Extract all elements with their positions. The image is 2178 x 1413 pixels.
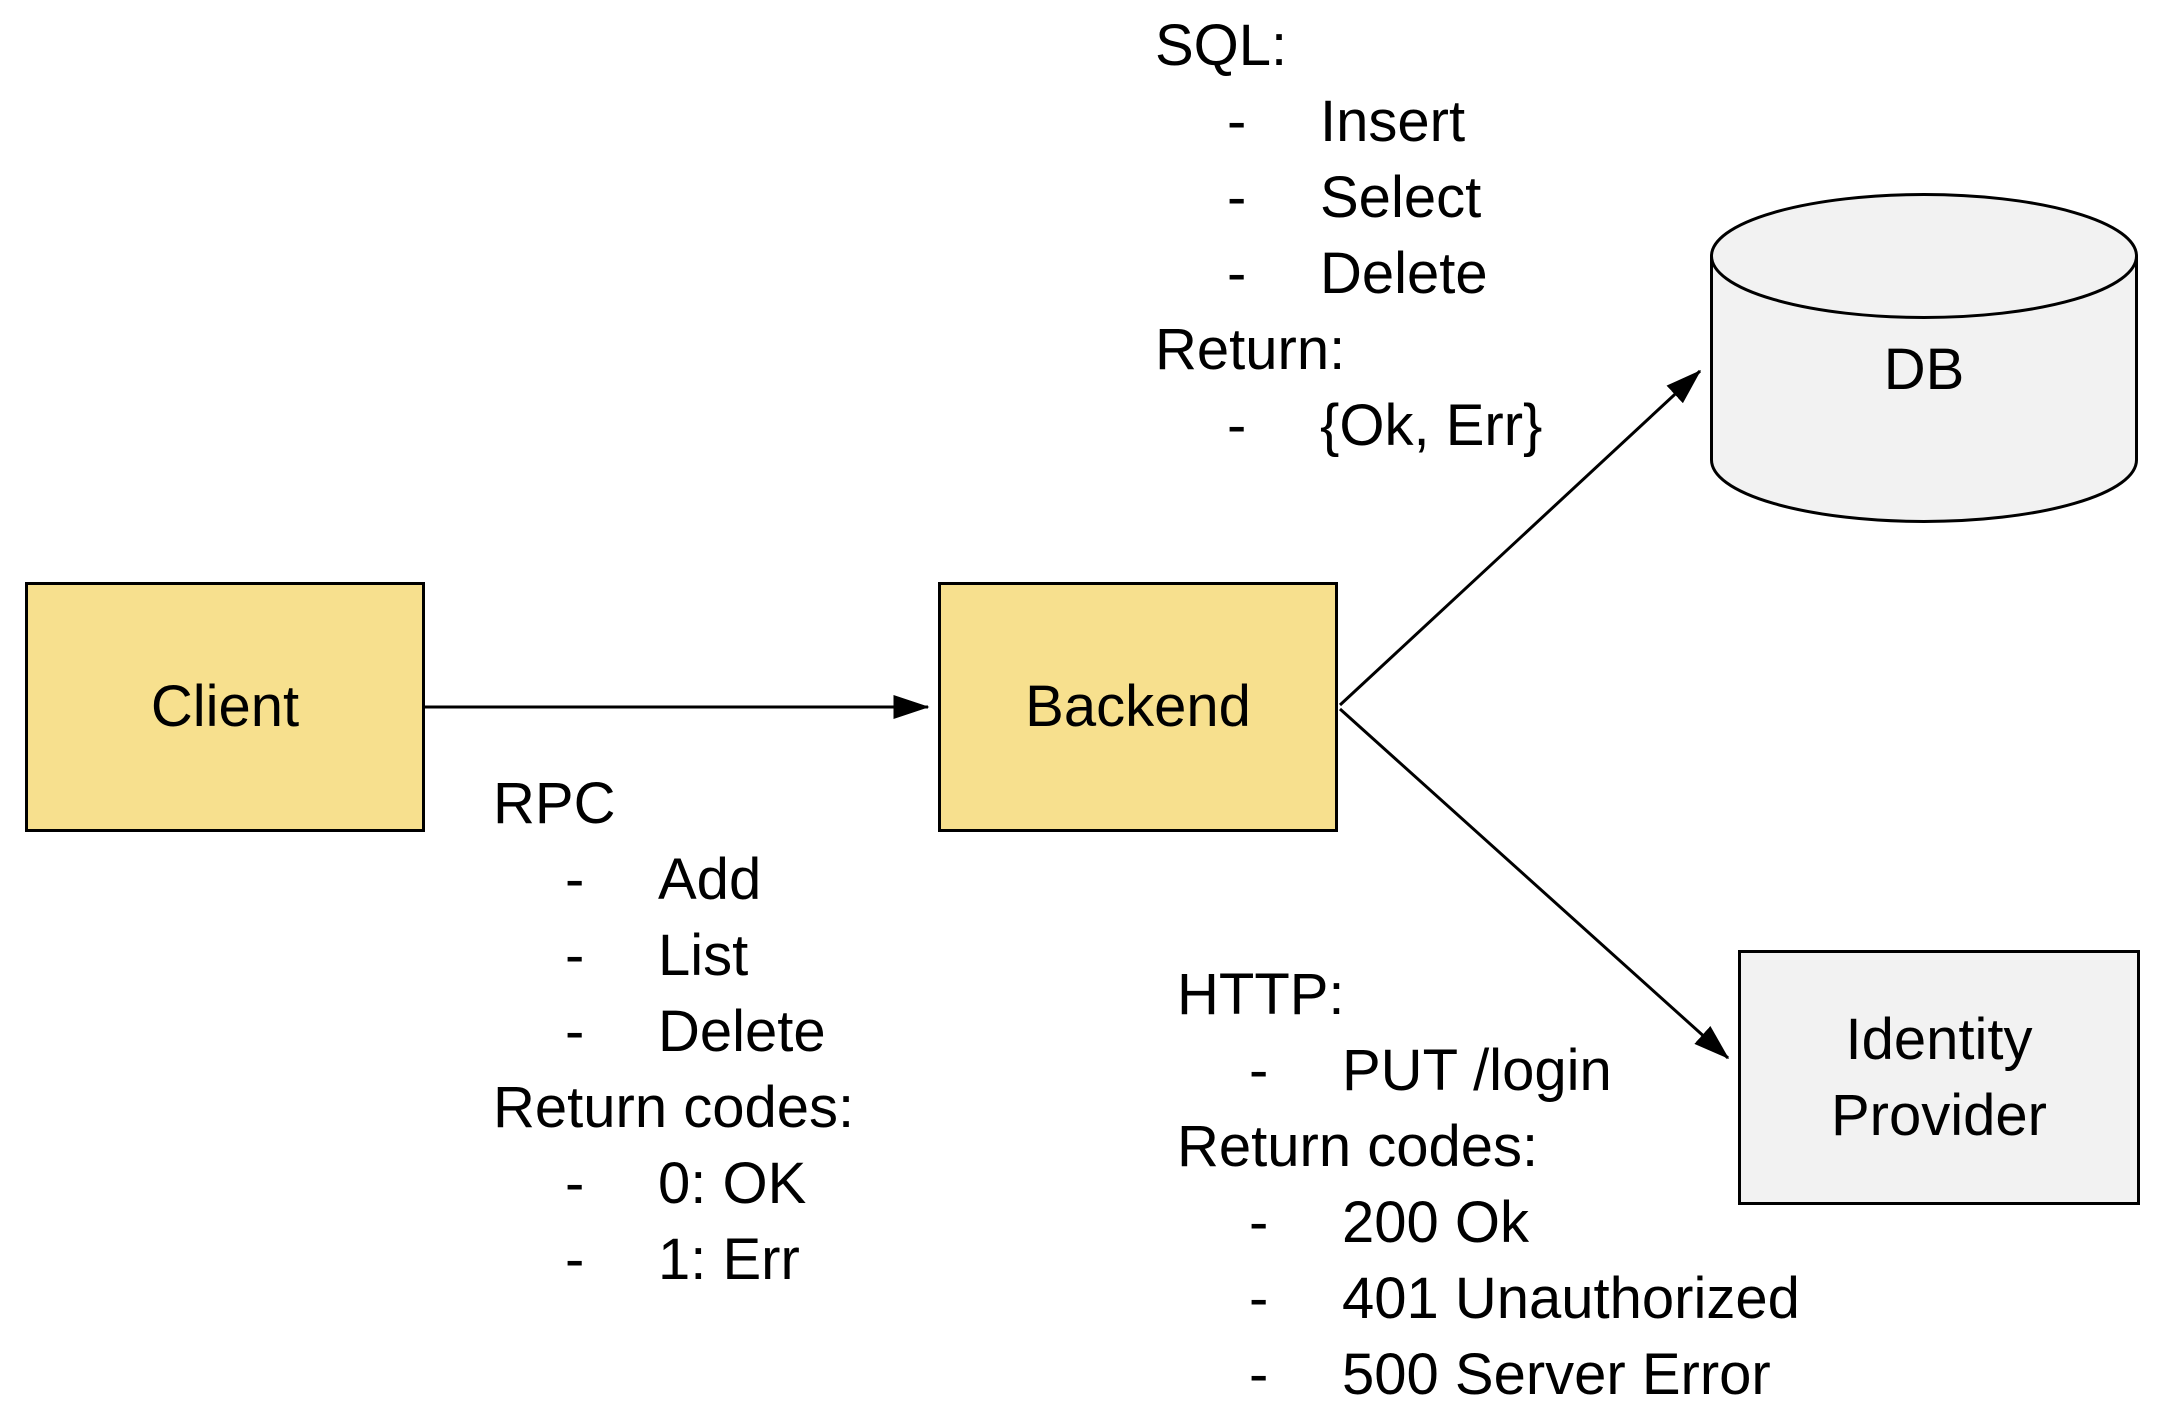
http-return-title: Return codes: <box>1177 1114 1539 1179</box>
sql-return-item-ok-err: -{Ok, Err} <box>1155 388 1542 464</box>
bullet-dash: - <box>565 999 585 1064</box>
identity-provider-node: Identity Provider <box>1738 950 2140 1205</box>
backend-node: Backend <box>938 582 1338 832</box>
sql-title: SQL: <box>1155 13 1288 78</box>
sql-return-title: Return: <box>1155 317 1346 382</box>
bullet-dash: - <box>1227 165 1247 230</box>
http-title: HTTP: <box>1177 962 1345 1027</box>
bullet-dash: - <box>565 1151 585 1216</box>
bullet-dash: - <box>1249 1038 1269 1103</box>
rpc-item-list: -List <box>493 918 854 994</box>
http-item-put-login: -PUT /login <box>1177 1033 1800 1109</box>
bullet-dash: - <box>1249 1342 1269 1407</box>
bullet-dash: - <box>565 1227 585 1292</box>
identity-provider-label-line1: Identity <box>1845 1007 2033 1073</box>
sql-item-insert: -Insert <box>1155 84 1542 160</box>
rpc-item-delete: -Delete <box>493 994 854 1070</box>
sql-annotation: SQL: -Insert -Select -Delete Return: -{O… <box>1155 8 1542 464</box>
sql-item-delete: -Delete <box>1155 236 1542 312</box>
http-annotation: HTTP: -PUT /login Return codes: -200 Ok … <box>1177 957 1800 1413</box>
db-label: DB <box>1883 337 1965 402</box>
http-return-item-500: -500 Server Error <box>1177 1337 1800 1413</box>
identity-provider-label-line2: Provider <box>1831 1082 2047 1148</box>
client-label: Client <box>150 674 300 740</box>
rpc-return-item-1-err: -1: Err <box>493 1222 854 1298</box>
rpc-return-item-0-ok: -0: OK <box>493 1146 854 1222</box>
database-cylinder-icon <box>1710 193 2138 523</box>
bullet-dash: - <box>1227 241 1247 306</box>
backend-identity-provider-arrow <box>1338 707 1730 1060</box>
bullet-dash: - <box>1249 1266 1269 1331</box>
rpc-item-add: -Add <box>493 842 854 918</box>
backend-label: Backend <box>1025 674 1251 740</box>
bullet-dash: - <box>565 923 585 988</box>
client-node: Client <box>25 582 425 832</box>
bullet-dash: - <box>1227 89 1247 154</box>
bullet-dash: - <box>565 847 585 912</box>
rpc-title: RPC <box>493 771 616 836</box>
backend-db-arrow <box>1338 369 1702 707</box>
db-node <box>1708 192 2140 524</box>
http-return-item-200: -200 Ok <box>1177 1185 1800 1261</box>
http-return-item-401: -401 Unauthorized <box>1177 1261 1800 1337</box>
bullet-dash: - <box>1227 393 1247 458</box>
rpc-return-title: Return codes: <box>493 1075 855 1140</box>
rpc-annotation: RPC -Add -List -Delete Return codes: -0:… <box>493 766 854 1298</box>
bullet-dash: - <box>1249 1190 1269 1255</box>
sql-item-select: -Select <box>1155 160 1542 236</box>
